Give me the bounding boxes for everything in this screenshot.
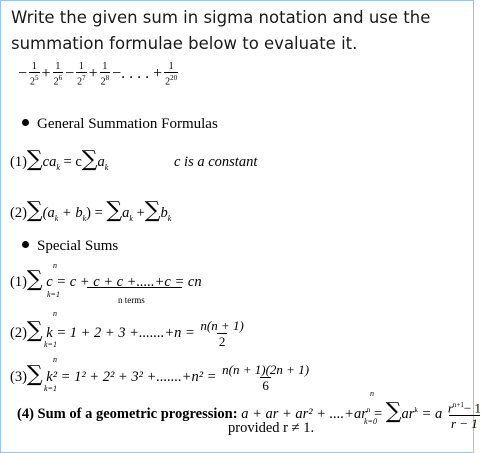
sigma-icon: ∑ xyxy=(385,398,402,424)
geometric-condition: provided r ≠ 1. xyxy=(228,420,315,436)
special-sum-3: (3)∑ k² = 1² + 2² + 3² +.......+n² = n(n… xyxy=(10,361,310,393)
upper-limit: n xyxy=(370,389,374,398)
fraction: n(n + 1)2 xyxy=(200,318,244,349)
prompt-line-2: summation formulae below to evaluate it. xyxy=(11,34,358,53)
sigma-icon: ∑ xyxy=(81,147,98,172)
lower-limit: k=1 xyxy=(47,290,60,299)
series-operator: − xyxy=(65,65,75,83)
upper-limit: n xyxy=(53,355,57,364)
prompt-line-1: Write the given sum in sigma notation an… xyxy=(11,8,431,27)
special-sum-1: (1)∑ c = c + c + c +.....+c = cn xyxy=(10,267,202,292)
lower-limit: k=0 xyxy=(364,417,377,426)
special-sum-4: (4) Sum of a geometric progression: a + … xyxy=(17,398,481,432)
upper-limit: n xyxy=(53,261,57,270)
special-heading: Special Sums xyxy=(22,238,118,255)
lower-limit: k=1 xyxy=(44,384,57,393)
question-prompt: Write the given sum in sigma notation an… xyxy=(11,5,466,57)
sigma-icon: ∑ xyxy=(26,267,43,292)
underbrace-line xyxy=(87,287,182,288)
sigma-icon: ∑ xyxy=(26,361,43,387)
general-formula-1: (1)∑cak = c∑ak xyxy=(10,147,109,172)
upper-limit: n xyxy=(53,309,57,318)
sigma-icon: ∑ xyxy=(26,317,43,343)
n-terms-label: n terms xyxy=(118,295,145,305)
series-operator: + xyxy=(88,65,98,83)
fraction: n(n + 1)(2n + 1)6 xyxy=(222,362,310,393)
special-sum-2: (2)∑ k = 1 + 2 + 3 +.......+n = n(n + 1)… xyxy=(10,317,244,349)
general-heading: General Summation Formulas xyxy=(22,116,218,133)
lower-limit: k=1 xyxy=(44,340,57,349)
sigma-icon: ∑ xyxy=(144,198,161,223)
series-operator: − xyxy=(18,65,28,83)
series-operator: + xyxy=(41,65,51,83)
bullet-icon xyxy=(22,119,29,126)
sigma-icon: ∑ xyxy=(106,198,123,223)
sigma-icon: ∑ xyxy=(26,147,43,172)
bullet-icon xyxy=(22,241,29,248)
series-ellipsis: −. . . . + xyxy=(112,65,163,83)
general-formula-2: (2)∑(ak + bk) = ∑ak +∑bk xyxy=(10,198,172,223)
general-formula-1-note: c is a constant xyxy=(174,154,258,170)
sigma-icon: ∑ xyxy=(26,198,43,223)
